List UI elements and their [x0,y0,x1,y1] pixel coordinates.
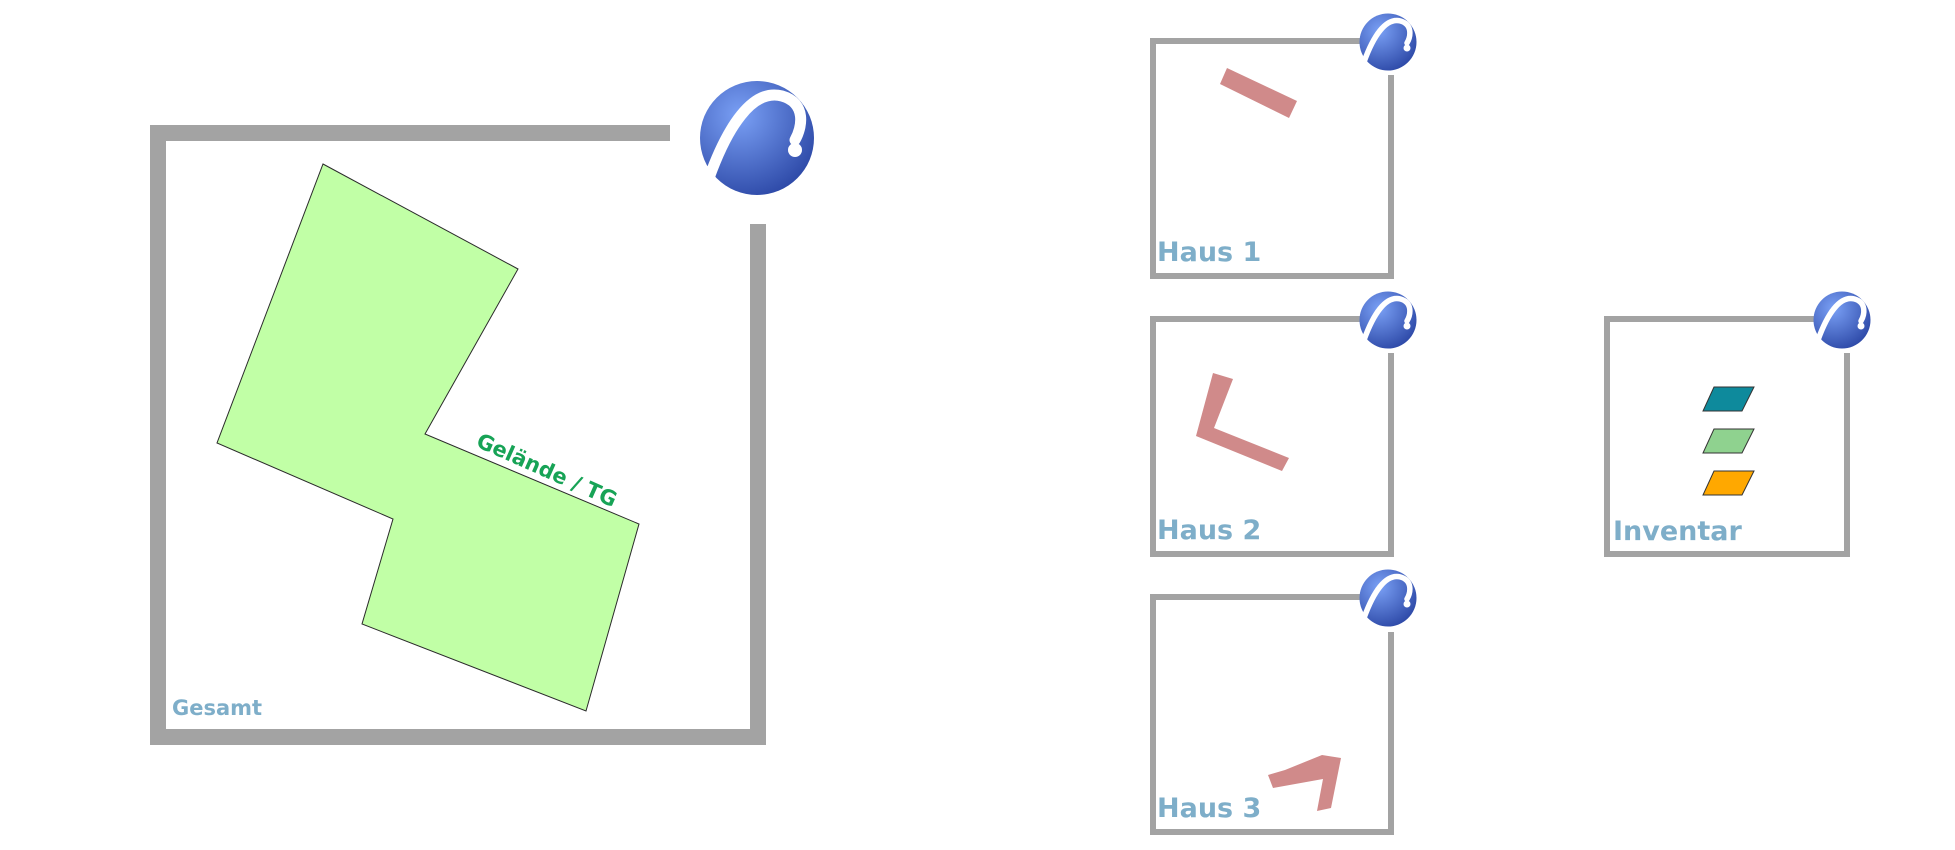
haus3-panel[interactable]: Haus 3 [1150,570,1417,835]
inventar-panel[interactable]: Inventar [1604,292,1871,557]
haus2-footprint[interactable] [1196,373,1289,471]
haus1-label: Haus 1 [1157,237,1261,268]
app-logo-icon[interactable] [1360,14,1417,71]
app-logo-icon[interactable] [1814,292,1871,349]
haus1-footprint[interactable] [1220,68,1297,118]
haus2-panel[interactable]: Haus 2 [1150,292,1417,557]
haus3-footprint[interactable] [1268,755,1341,811]
terrain-polygon[interactable] [216,163,640,712]
inventar-frame [1604,316,1850,557]
app-logo-icon[interactable] [1360,292,1417,349]
inventar-label: Inventar [1613,516,1743,547]
haus3-label: Haus 3 [1157,793,1261,824]
layer-orange [1702,470,1755,496]
app-logo-icon[interactable] [1360,570,1417,627]
haus1-panel[interactable]: Haus 1 [1150,14,1417,279]
app-logo-icon[interactable] [700,81,814,195]
haus2-label: Haus 2 [1157,515,1261,546]
overview-frame [150,125,766,745]
layer-stack-icon [1702,386,1755,496]
layer-green [1702,428,1755,454]
overview-panel[interactable]: Gelände / TG Gesamt [150,81,814,745]
haus1-frame [1150,38,1394,279]
overview-label: Gesamt [172,696,262,720]
haus2-frame [1150,316,1394,557]
layer-teal [1702,386,1755,412]
haus3-frame [1150,594,1394,835]
